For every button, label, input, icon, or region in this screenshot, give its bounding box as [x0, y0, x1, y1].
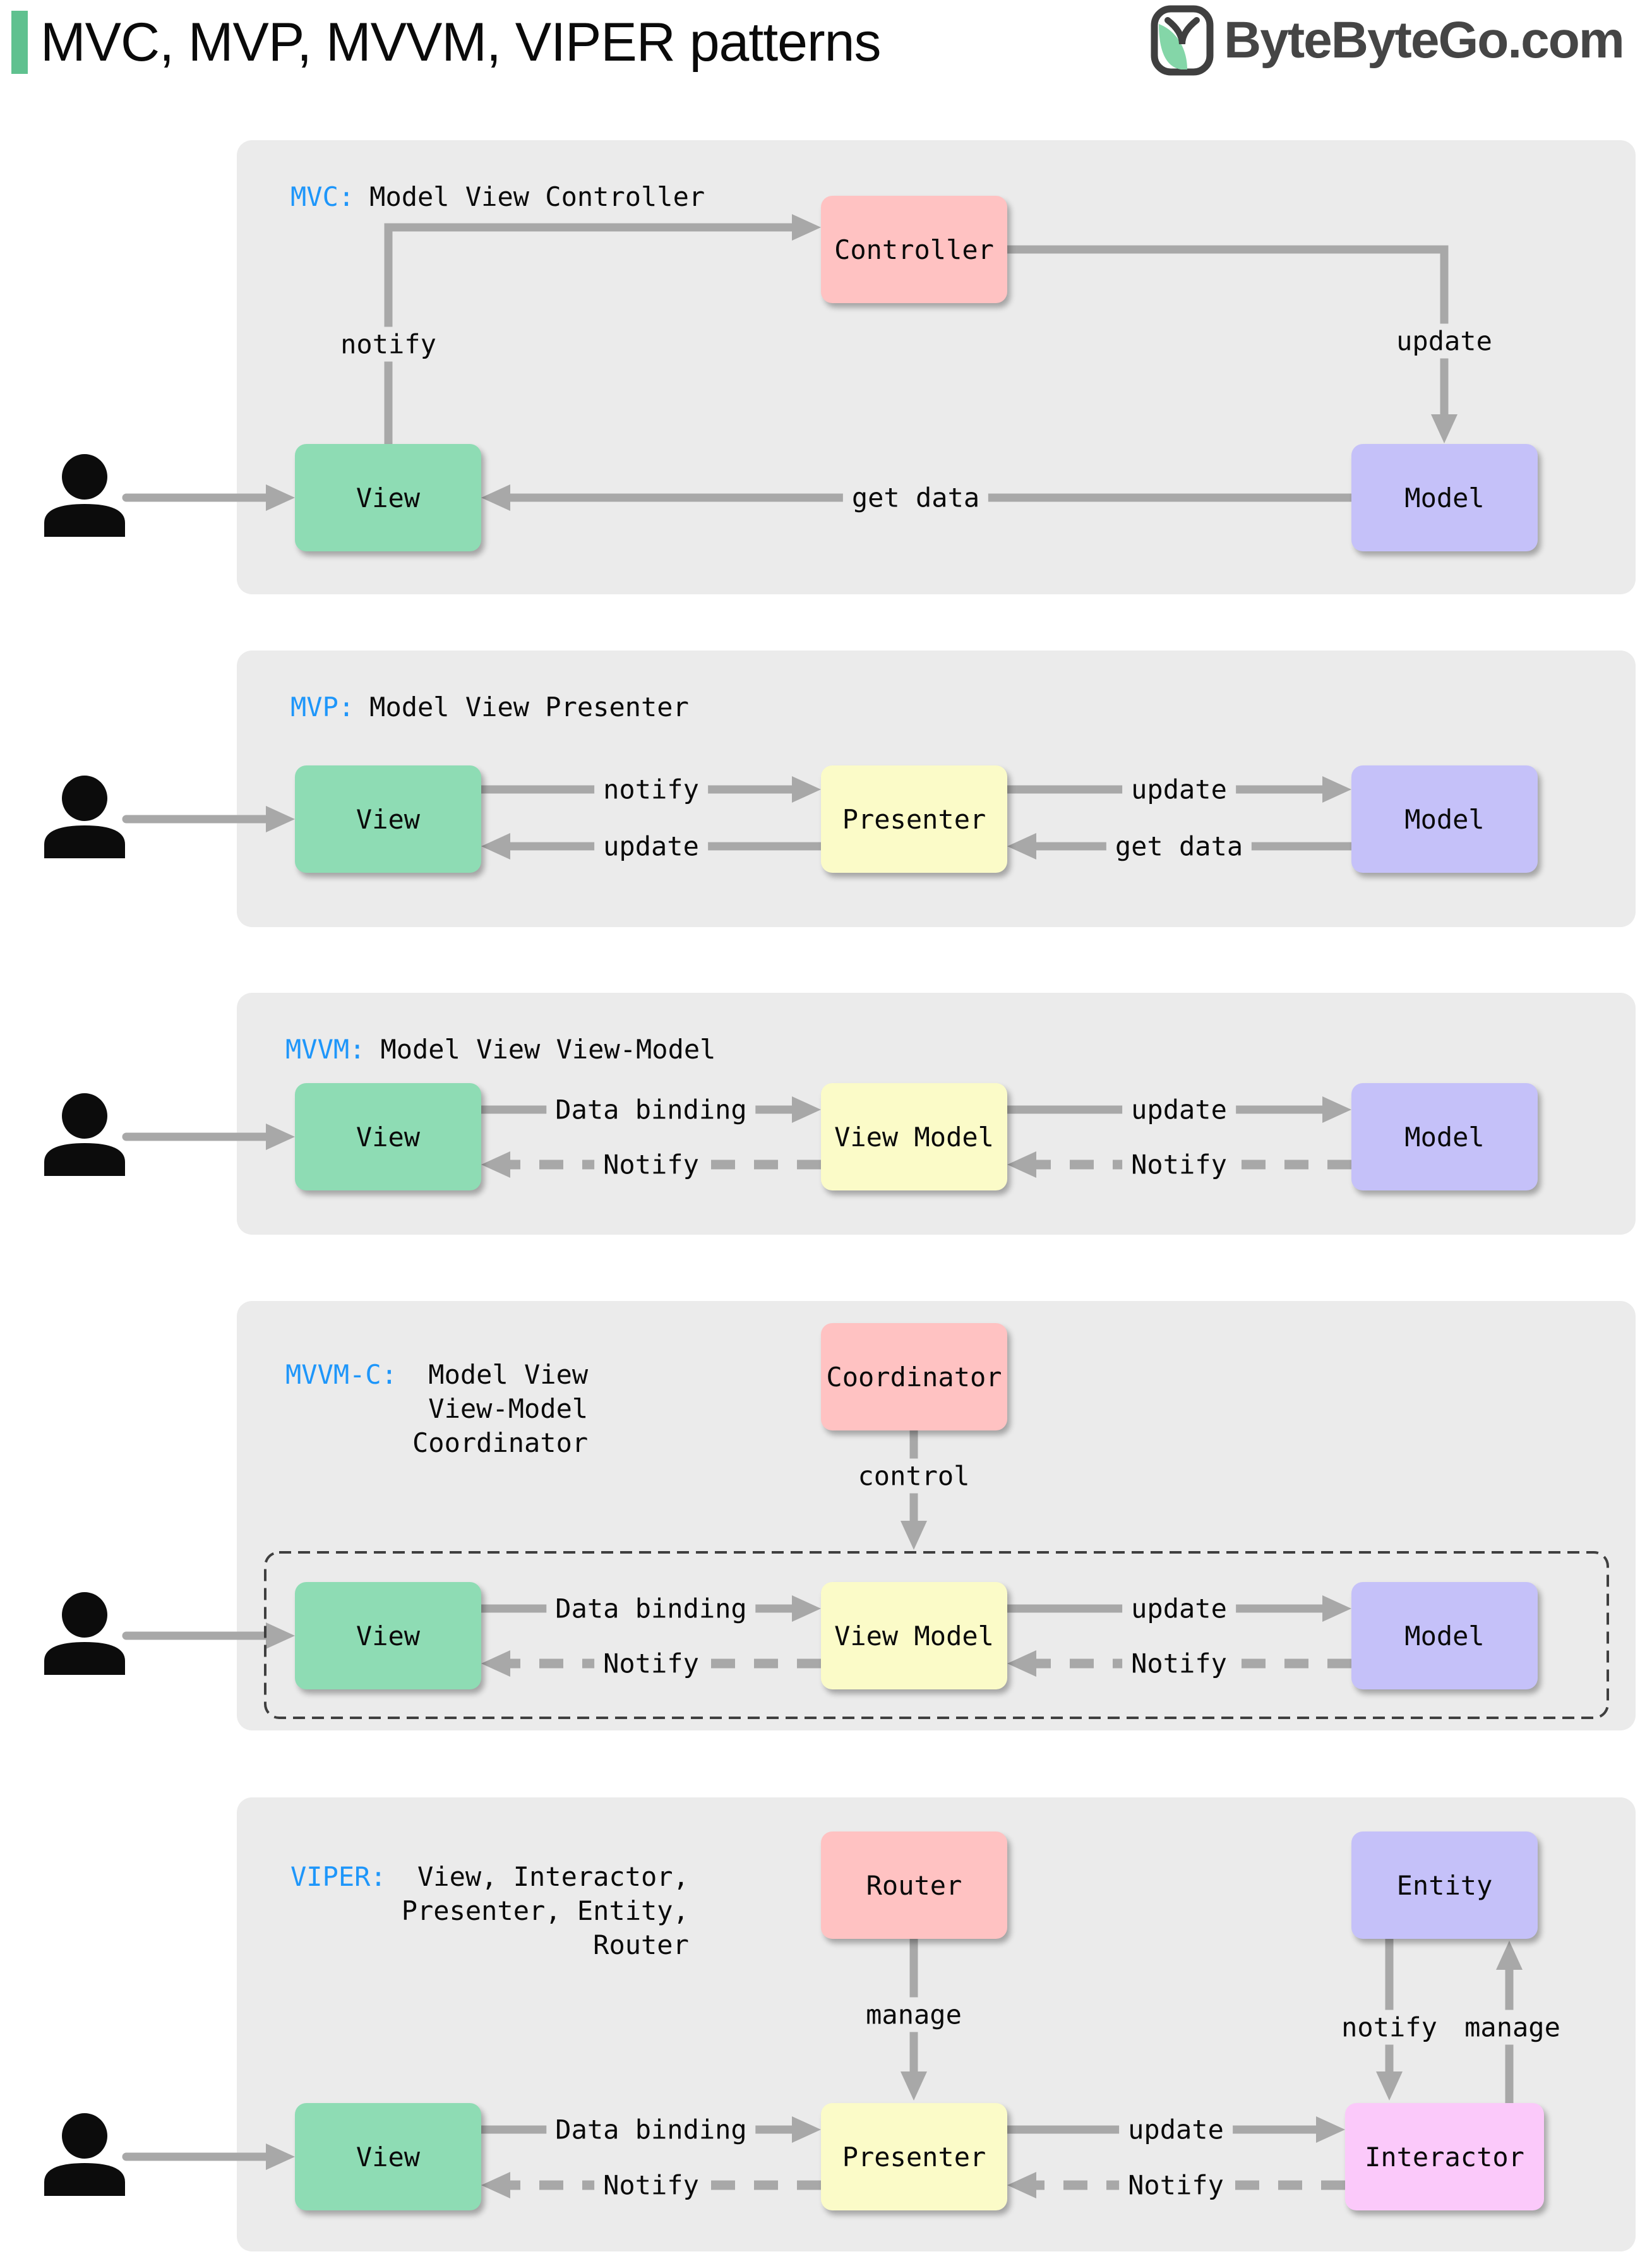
person-icon [44, 776, 125, 858]
bytebytego-logo-icon [1151, 5, 1214, 76]
box-view: View [295, 2103, 481, 2210]
panel-name-mvvmc: Model View View-Model Coordinator [412, 1359, 589, 1458]
edge-label-update: update [1119, 2112, 1233, 2147]
panel-abbr-mvvm: MVVM: [285, 1034, 366, 1065]
person-icon [44, 454, 125, 537]
title-accent-bar [11, 11, 28, 74]
box-interactor: Interactor [1345, 2103, 1544, 2210]
box-model: Model [1351, 1083, 1538, 1190]
edge-label-update: update [1122, 772, 1236, 807]
panel-name-mvp: Model View Presenter [369, 692, 689, 722]
edge-label-update: update [1387, 323, 1501, 359]
panel-abbr-mvp: MVP: [290, 692, 355, 722]
edge-label-get-data: get data [842, 480, 989, 515]
edge-label-data-binding: Data binding [546, 1591, 756, 1626]
box-model: Model [1351, 1582, 1538, 1689]
edge-label-notify: Notify [1122, 1147, 1236, 1182]
edge-label-notify: notify [594, 772, 708, 807]
panel-abbr-viper: VIPER: [290, 1861, 386, 1892]
edge-label-notify: notify [1332, 2010, 1446, 2045]
panel-title-mvvm: MVVM: Model View View-Model [285, 1033, 715, 1067]
edge-label-notify: notify [332, 327, 445, 362]
edge-label-notify: Notify [1119, 2167, 1233, 2203]
edge-label-update: update [1122, 1092, 1236, 1127]
panel-abbr-mvc: MVC: [290, 181, 355, 212]
panel-title-viper: VIPER: View, Interactor, Presenter, Entit… [290, 1860, 689, 1962]
brand-logo: ByteByteGo.com [1151, 5, 1625, 76]
panel-name-mvvm: Model View View-Model [380, 1034, 716, 1065]
edge-label-notify: Notify [594, 2167, 708, 2203]
box-view: View [295, 444, 481, 551]
box-model: Model [1351, 765, 1538, 873]
panel-title-mvvmc: MVVM-C: Model View View-Model Coordinator [285, 1358, 588, 1460]
edge-label-control: control [849, 1458, 979, 1494]
box-presenter: Presenter [821, 765, 1007, 873]
box-model: Model [1351, 444, 1538, 551]
person-icon [44, 1093, 125, 1176]
box-view-model: View Model [821, 1083, 1007, 1190]
edge-label-notify: Notify [1122, 1646, 1236, 1681]
brand-name: ByteByteGo.com [1224, 11, 1625, 69]
edge-label-manage: manage [1456, 2010, 1569, 2045]
box-view-model: View Model [821, 1582, 1007, 1689]
box-presenter: Presenter [821, 2103, 1007, 2210]
box-view: View [295, 1582, 481, 1689]
panel-abbr-mvvmc: MVVM-C: [285, 1359, 398, 1390]
edge-label-update: update [594, 829, 708, 864]
person-icon [44, 1592, 125, 1675]
panel-title-mvc: MVC: Model View Controller [290, 180, 705, 214]
edge-label-get-data: get data [1106, 829, 1252, 864]
box-view: View [295, 765, 481, 873]
edge-label-notify: Notify [594, 1646, 708, 1681]
box-coordinator: Coordinator [821, 1323, 1007, 1430]
box-view: View [295, 1083, 481, 1190]
edge-label-manage: manage [857, 1997, 971, 2032]
box-entity: Entity [1351, 1831, 1538, 1939]
edge-label-data-binding: Data binding [546, 1092, 756, 1127]
box-controller: Controller [821, 196, 1007, 303]
page-title: MVC, MVP, MVVM, VIPER patterns [40, 12, 881, 73]
person-icon [44, 2113, 125, 2196]
box-router: Router [821, 1831, 1007, 1939]
panel-name-viper: View, Interactor, Presenter, Entity, Rou… [401, 1861, 689, 1960]
edge-label-update: update [1122, 1591, 1236, 1626]
edge-label-data-binding: Data binding [546, 2112, 756, 2147]
panel-title-mvp: MVP: Model View Presenter [290, 690, 689, 724]
panel-name-mvc: Model View Controller [369, 181, 705, 212]
edge-label-notify: Notify [594, 1147, 708, 1182]
